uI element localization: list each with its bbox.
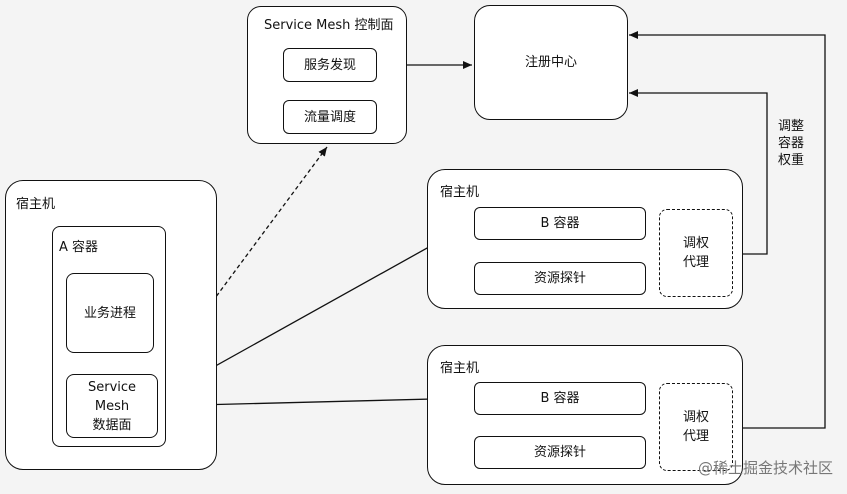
control-plane-title: Service Mesh 控制面 [264,18,394,33]
arrow-dataplane-to-control [157,146,328,376]
host-top-right-title: 宿主机 [440,185,480,200]
weight-proxy-bottom: 调权 代理 [659,383,733,471]
arrow-proxy-bottom-to-registry [629,31,826,429]
resource-probe-bottom: 资源探针 [474,436,646,469]
resource-probe-top: 资源探针 [474,262,646,295]
service-discovery-node: 服务发现 [283,48,377,82]
b-container-bottom: B 容器 [474,382,646,415]
container-a-title: A 容器 [59,240,99,255]
data-plane-node: Service Mesh 数据面 [66,374,158,438]
b-container-top: B 容器 [474,207,646,240]
registry-node: 注册中心 [474,5,628,120]
weight-proxy-top: 调权 代理 [659,209,733,297]
host-left-title: 宿主机 [16,197,56,212]
traffic-scheduling-node: 流量调度 [283,100,377,134]
watermark: @稀土掘金技术社区 [697,459,833,477]
host-bottom-right-title: 宿主机 [440,361,480,376]
weight-adjust-label: 调整 容器 权重 [778,119,805,168]
business-process-node: 业务进程 [66,273,154,353]
arrow-proxy-top-to-registry [629,89,768,255]
